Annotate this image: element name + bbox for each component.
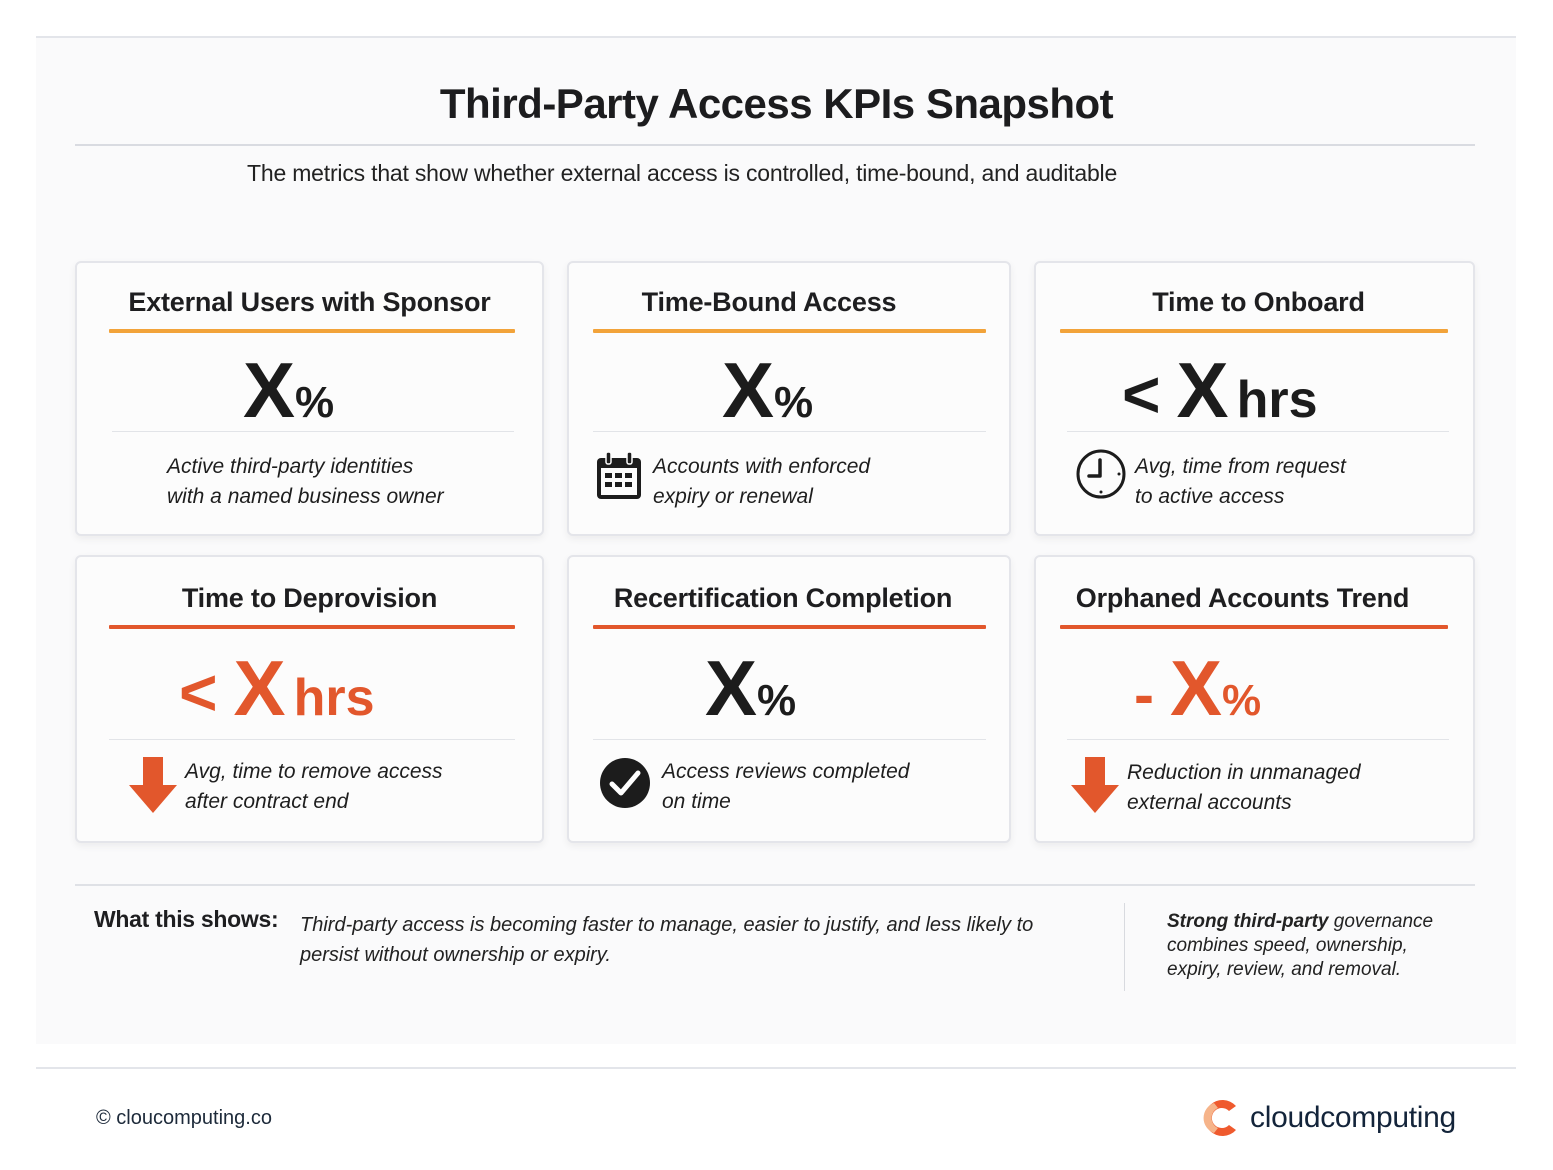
kpi-value-prefix: < xyxy=(179,655,218,729)
kpi-card-recertification-completion: Recertification Completion X % Access re… xyxy=(567,555,1011,843)
brand-c-icon xyxy=(1203,1100,1236,1136)
kpi-value-unit: % xyxy=(774,378,814,427)
summary-label: What this shows: xyxy=(94,906,279,932)
kpi-card-time-to-deprovision: Time to Deprovision < X hrs Avg, time to… xyxy=(75,555,544,843)
callout-bold: Strong third-party xyxy=(1167,911,1329,932)
title-divider xyxy=(75,144,1475,146)
copyright-text: © cloucomputing.co xyxy=(96,1107,272,1129)
kpi-value: < X hrs xyxy=(179,643,644,734)
card-divider xyxy=(1067,739,1449,740)
kpi-description: Access reviews completed on time xyxy=(662,760,910,813)
card-divider xyxy=(1067,431,1449,432)
kpi-value-prefix: - xyxy=(1134,661,1154,728)
page-title: Third-Party Access KPIs Snapshot xyxy=(439,80,1114,127)
card-title: Recertification Completion xyxy=(613,583,953,613)
card-title: Time to Onboard xyxy=(1152,287,1365,317)
summary-text: Third-party access is becoming faster to… xyxy=(300,914,1034,966)
kpi-value: < X hrs xyxy=(1122,345,1553,436)
brand-logo[interactable]: cloudcomputing xyxy=(1200,1097,1456,1139)
card-title: Time to Deprovision xyxy=(181,583,438,613)
kpi-card-time-to-onboard: Time to Onboard < X hrs Avg, time from r… xyxy=(1034,261,1475,536)
kpi-description: Avg, time to remove access after contrac… xyxy=(185,760,443,813)
kpi-value-main: X xyxy=(1176,346,1229,434)
kpi-card-orphaned-accounts-trend: Orphaned Accounts Trend - X % Reduction … xyxy=(1034,555,1475,843)
callout-rest: governance combines speed, ownership, ex… xyxy=(1167,911,1434,980)
kpi-value-unit: hrs xyxy=(293,669,375,727)
kpi-value-main: X xyxy=(705,644,757,732)
card-divider xyxy=(112,431,514,432)
card-title: Orphaned Accounts Trend xyxy=(1075,583,1410,613)
card-title: External Users with Sponsor xyxy=(128,287,491,317)
kpi-description: Avg, time from request to active access xyxy=(1135,455,1346,508)
kpi-value: X % xyxy=(722,345,1162,436)
kpi-description: Accounts with enforced expiry or renewal xyxy=(653,455,871,508)
kpi-card-time-bound-access: Time-Bound Access X % Accounts with enfo… xyxy=(567,261,1011,536)
kpi-value-main: X xyxy=(722,346,774,434)
kpi-value-main: X xyxy=(1169,644,1222,732)
kpi-value-prefix: < xyxy=(1122,357,1161,431)
page-subtitle: The metrics that show whether external a… xyxy=(247,160,1118,186)
kpi-card-external-users-sponsor: External Users with Sponsor X % Active t… xyxy=(75,261,544,536)
card-accent-line xyxy=(593,625,986,629)
summary-divider xyxy=(75,884,1475,886)
kpi-value-main: X xyxy=(233,644,286,732)
footer-divider xyxy=(36,1067,1516,1069)
calendar-icon xyxy=(597,451,641,499)
card-accent-line xyxy=(109,625,515,629)
check-circle-icon xyxy=(600,758,650,808)
governance-callout: Strong third-party governance combines s… xyxy=(1167,910,1467,982)
kpi-description: Active third-party identities with a nam… xyxy=(167,455,444,508)
card-accent-line xyxy=(1060,329,1448,333)
kpi-value: - X % xyxy=(1134,643,1553,734)
card-accent-line xyxy=(593,329,986,333)
top-rule xyxy=(36,36,1516,38)
clock-icon xyxy=(1076,449,1126,499)
kpi-value: X % xyxy=(705,643,1145,734)
kpi-value-main: X xyxy=(243,346,295,434)
card-divider xyxy=(593,431,986,432)
card-divider xyxy=(109,739,515,740)
kpi-value-unit: hrs xyxy=(1236,371,1318,429)
brand-name: cloudcomputing xyxy=(1250,1101,1456,1134)
kpi-value: X % xyxy=(243,345,708,436)
arrow-down-icon xyxy=(129,757,177,813)
kpi-value-unit: % xyxy=(757,676,797,725)
kpi-value-unit: % xyxy=(295,378,335,427)
kpi-description: Reduction in unmanaged external accounts xyxy=(1127,761,1361,814)
summary-vertical-separator xyxy=(1124,903,1125,991)
content-panel xyxy=(36,38,1516,1044)
card-divider xyxy=(593,739,986,740)
card-accent-line xyxy=(109,329,515,333)
kpi-value-unit: % xyxy=(1222,676,1262,725)
arrow-down-icon xyxy=(1071,757,1119,813)
card-accent-line xyxy=(1060,625,1448,629)
card-title: Time-Bound Access xyxy=(641,287,897,317)
